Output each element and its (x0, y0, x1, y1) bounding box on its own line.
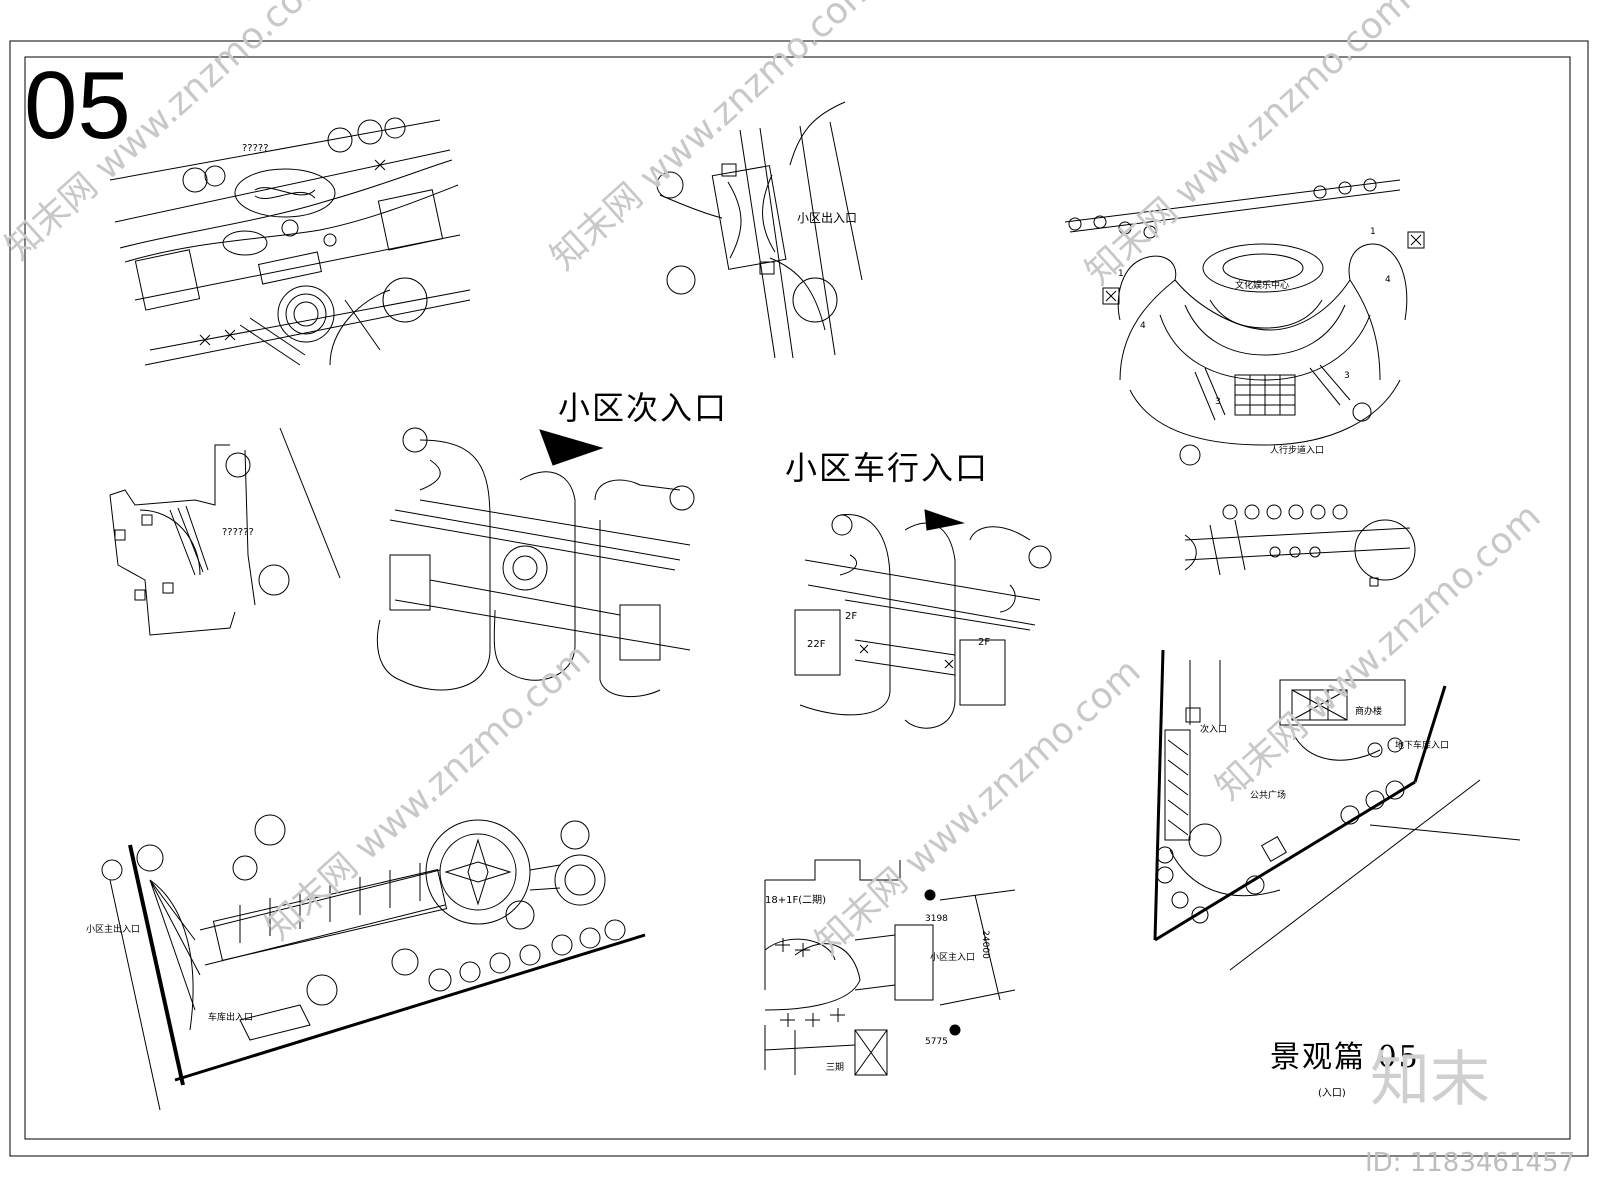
plaza-label: 公共广场 (1250, 791, 1287, 801)
tree-row (1068, 178, 1377, 239)
inner-frame (24, 56, 1571, 1140)
dimension-a: 3198 (925, 914, 948, 924)
secondary-entry-title: 小区次入口 (558, 389, 729, 427)
tree-cluster (182, 117, 428, 323)
marker-3a: 3 (1215, 397, 1221, 407)
outer-frame (9, 40, 1589, 1157)
marker-1b: 1 (1370, 227, 1376, 237)
watermark-brand: 知末 (1370, 1045, 1490, 1115)
pedestrian-entry-label: 人行步道入口 (1270, 446, 1325, 456)
series-subtitle: (入口) (1318, 1088, 1346, 1099)
bottom-left-main-entry: 小区主出入口 (86, 925, 141, 935)
plan-mid-left (109, 427, 341, 636)
marker-4a: 4 (1140, 321, 1146, 331)
marker-1a: 1 (1118, 269, 1124, 279)
phase-label: 三期 (826, 1063, 845, 1073)
plan-top-middle (656, 101, 863, 359)
plan-vehicle-entry (794, 509, 1052, 729)
image-id: ID: 1183461457 (1365, 1148, 1576, 1178)
plan-bottom-middle (764, 859, 1016, 1076)
dimension-b: 24000 (979, 930, 990, 959)
side-entry-label: 次入口 (1200, 725, 1228, 735)
plan-bottom-left (101, 814, 646, 1111)
floor-label-b: 22F (807, 639, 826, 650)
vehicle-entry-title: 小区车行入口 (785, 449, 990, 487)
palm-trees (775, 938, 845, 1027)
plan-top-right (1064, 178, 1425, 466)
top-left-label: ????? (242, 143, 269, 154)
marker-3b: 3 (1344, 371, 1350, 381)
plan-right-middle (1184, 504, 1416, 587)
tree-row-small (1222, 504, 1348, 558)
building-label: 18+1F(二期) (765, 895, 827, 906)
garage-entry-label: 地下车库入口 (1395, 741, 1450, 751)
plan-bottom-right (1153, 649, 1521, 971)
mid-left-label: ?????? (222, 527, 254, 538)
floor-label-a: 2F (845, 611, 858, 622)
culture-center-label: 文化娱乐中心 (1235, 281, 1290, 291)
dimension-c: 5775 (925, 1037, 948, 1047)
tree-row-right (1156, 737, 1405, 924)
floor-label-c: 2F (978, 637, 991, 648)
series-title: 景观篇 05 (1270, 1040, 1420, 1075)
tree-row-bottom (232, 814, 626, 1006)
marker-4b: 4 (1385, 275, 1391, 285)
plan-top-left (109, 117, 471, 366)
garage-exit-label: 车库出入口 (208, 1013, 254, 1023)
bottom-middle-main-entry: 小区主入口 (930, 953, 976, 963)
shop-label: 商办楼 (1355, 707, 1383, 717)
sheet-number: 05 (24, 52, 131, 159)
plan-secondary-entry (376, 427, 695, 698)
top-middle-label: 小区出入口 (797, 211, 858, 225)
